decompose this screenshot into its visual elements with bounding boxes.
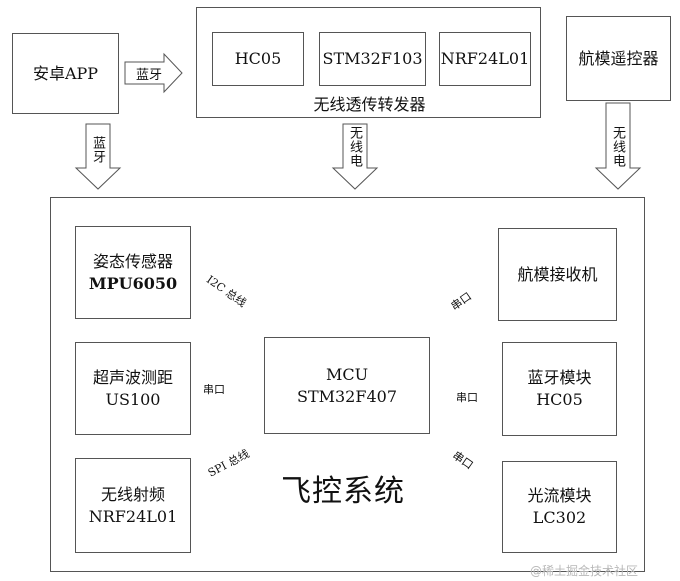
mcu-line1: MCU <box>325 364 369 384</box>
attitude-line1: 姿态传感器 <box>92 251 173 271</box>
watermark: @稀土掘金技术社区 <box>530 564 639 578</box>
module-label: HC05 <box>234 49 282 69</box>
android-app-label: 安卓APP <box>32 63 99 83</box>
arrow-app-down <box>74 123 122 190</box>
serial-bt-label: 串口 <box>456 391 478 404</box>
ultrasonic-box: 超声波测距 US100 <box>75 342 191 435</box>
arrow-app-to-transceiver <box>124 52 183 94</box>
transceiver-box: HC05 STM32F103 NRF24L01 无线透传转发器 <box>196 7 541 118</box>
android-app-box: 安卓APP <box>12 33 119 114</box>
rf-line1: 无线射频 <box>100 484 165 504</box>
arrow-transceiver-down <box>331 123 379 190</box>
bt-module-line1: 蓝牙模块 <box>527 368 592 388</box>
module-label: NRF24L01 <box>440 49 530 69</box>
ultrasonic-line1: 超声波测距 <box>92 367 173 387</box>
remote-down-label: 无线电 <box>610 126 625 168</box>
transceiver-module-nrf24l01: NRF24L01 <box>439 32 531 86</box>
transceiver-down-label: 无线电 <box>347 126 362 168</box>
module-label: STM32F103 <box>322 49 423 69</box>
receiver-box: 航模接收机 <box>498 228 617 321</box>
bt-module-line2: HC05 <box>536 390 583 409</box>
app-down-label: 蓝牙 <box>90 136 105 164</box>
transceiver-module-stm32f103: STM32F103 <box>319 32 426 86</box>
attitude-sensor-box: 姿态传感器 MPU6050 <box>75 226 191 319</box>
rc-remote-label: 航模遥控器 <box>578 48 659 68</box>
optical-flow-line1: 光流模块 <box>527 486 592 506</box>
serial-ultrasonic-label: 串口 <box>203 383 225 396</box>
bt-module-box: 蓝牙模块 HC05 <box>502 342 617 436</box>
arrow-remote-down <box>594 102 642 190</box>
optical-flow-line2: LC302 <box>532 508 587 527</box>
ultrasonic-line2: US100 <box>105 389 161 409</box>
rf-line2: NRF24L01 <box>88 506 178 526</box>
rf-box: 无线射频 NRF24L01 <box>75 458 191 553</box>
optical-flow-box: 光流模块 LC302 <box>502 461 617 553</box>
mcu-box: MCU STM32F407 <box>264 337 430 434</box>
attitude-line2: MPU6050 <box>88 273 178 293</box>
flight-control-title: 飞控系统 <box>281 474 405 509</box>
transceiver-title: 无线透传转发器 <box>313 95 426 114</box>
rc-remote-box: 航模遥控器 <box>566 16 671 101</box>
receiver-line1: 航模接收机 <box>517 264 598 284</box>
bluetooth-link-label: 蓝牙 <box>136 68 163 83</box>
mcu-line2: STM32F407 <box>296 386 397 406</box>
transceiver-module-hc05: HC05 <box>212 32 304 86</box>
